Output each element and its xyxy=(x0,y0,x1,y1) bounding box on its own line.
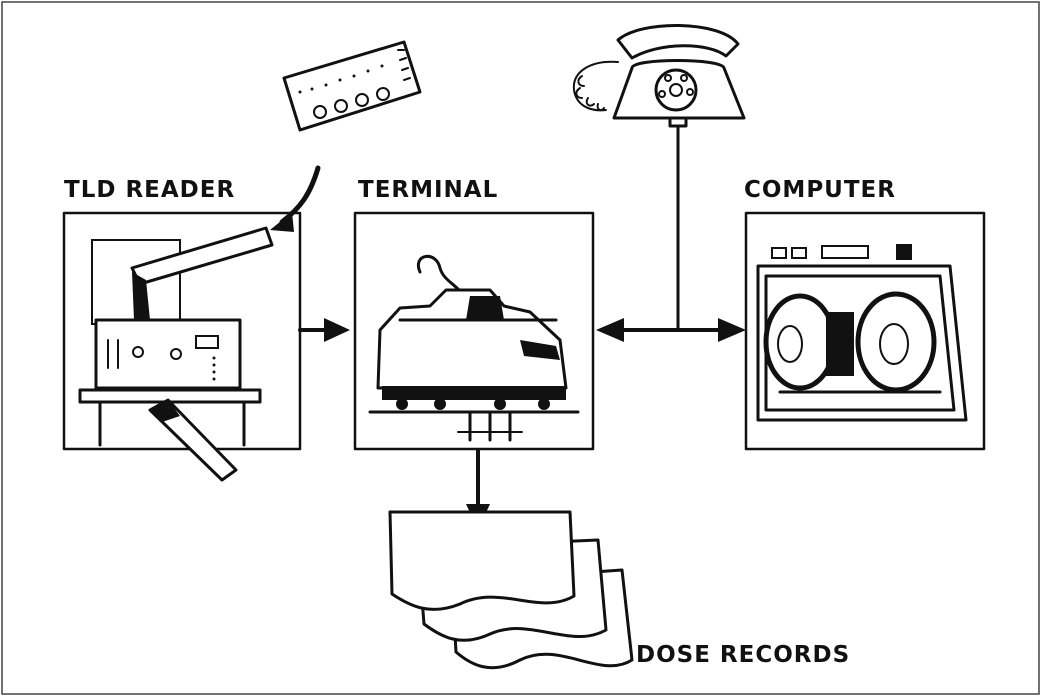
card-to-reader-arrow xyxy=(270,168,318,232)
terminal-printer-icon xyxy=(355,213,593,449)
paper-records-icon xyxy=(390,512,632,668)
dosimeter-card-icon xyxy=(284,42,420,130)
telephone-icon xyxy=(574,25,744,126)
terminal-computer-arrow xyxy=(596,318,746,342)
dose-records-label: DOSE RECORDS xyxy=(636,642,850,668)
terminal-label: TERMINAL xyxy=(358,177,498,203)
computer-label: COMPUTER xyxy=(744,177,896,203)
tld-reader-icon xyxy=(64,213,300,480)
computer-tape-drive-icon xyxy=(746,213,984,449)
reader-to-terminal-arrow xyxy=(300,318,350,342)
tld-reader-label: TLD READER xyxy=(64,177,235,203)
